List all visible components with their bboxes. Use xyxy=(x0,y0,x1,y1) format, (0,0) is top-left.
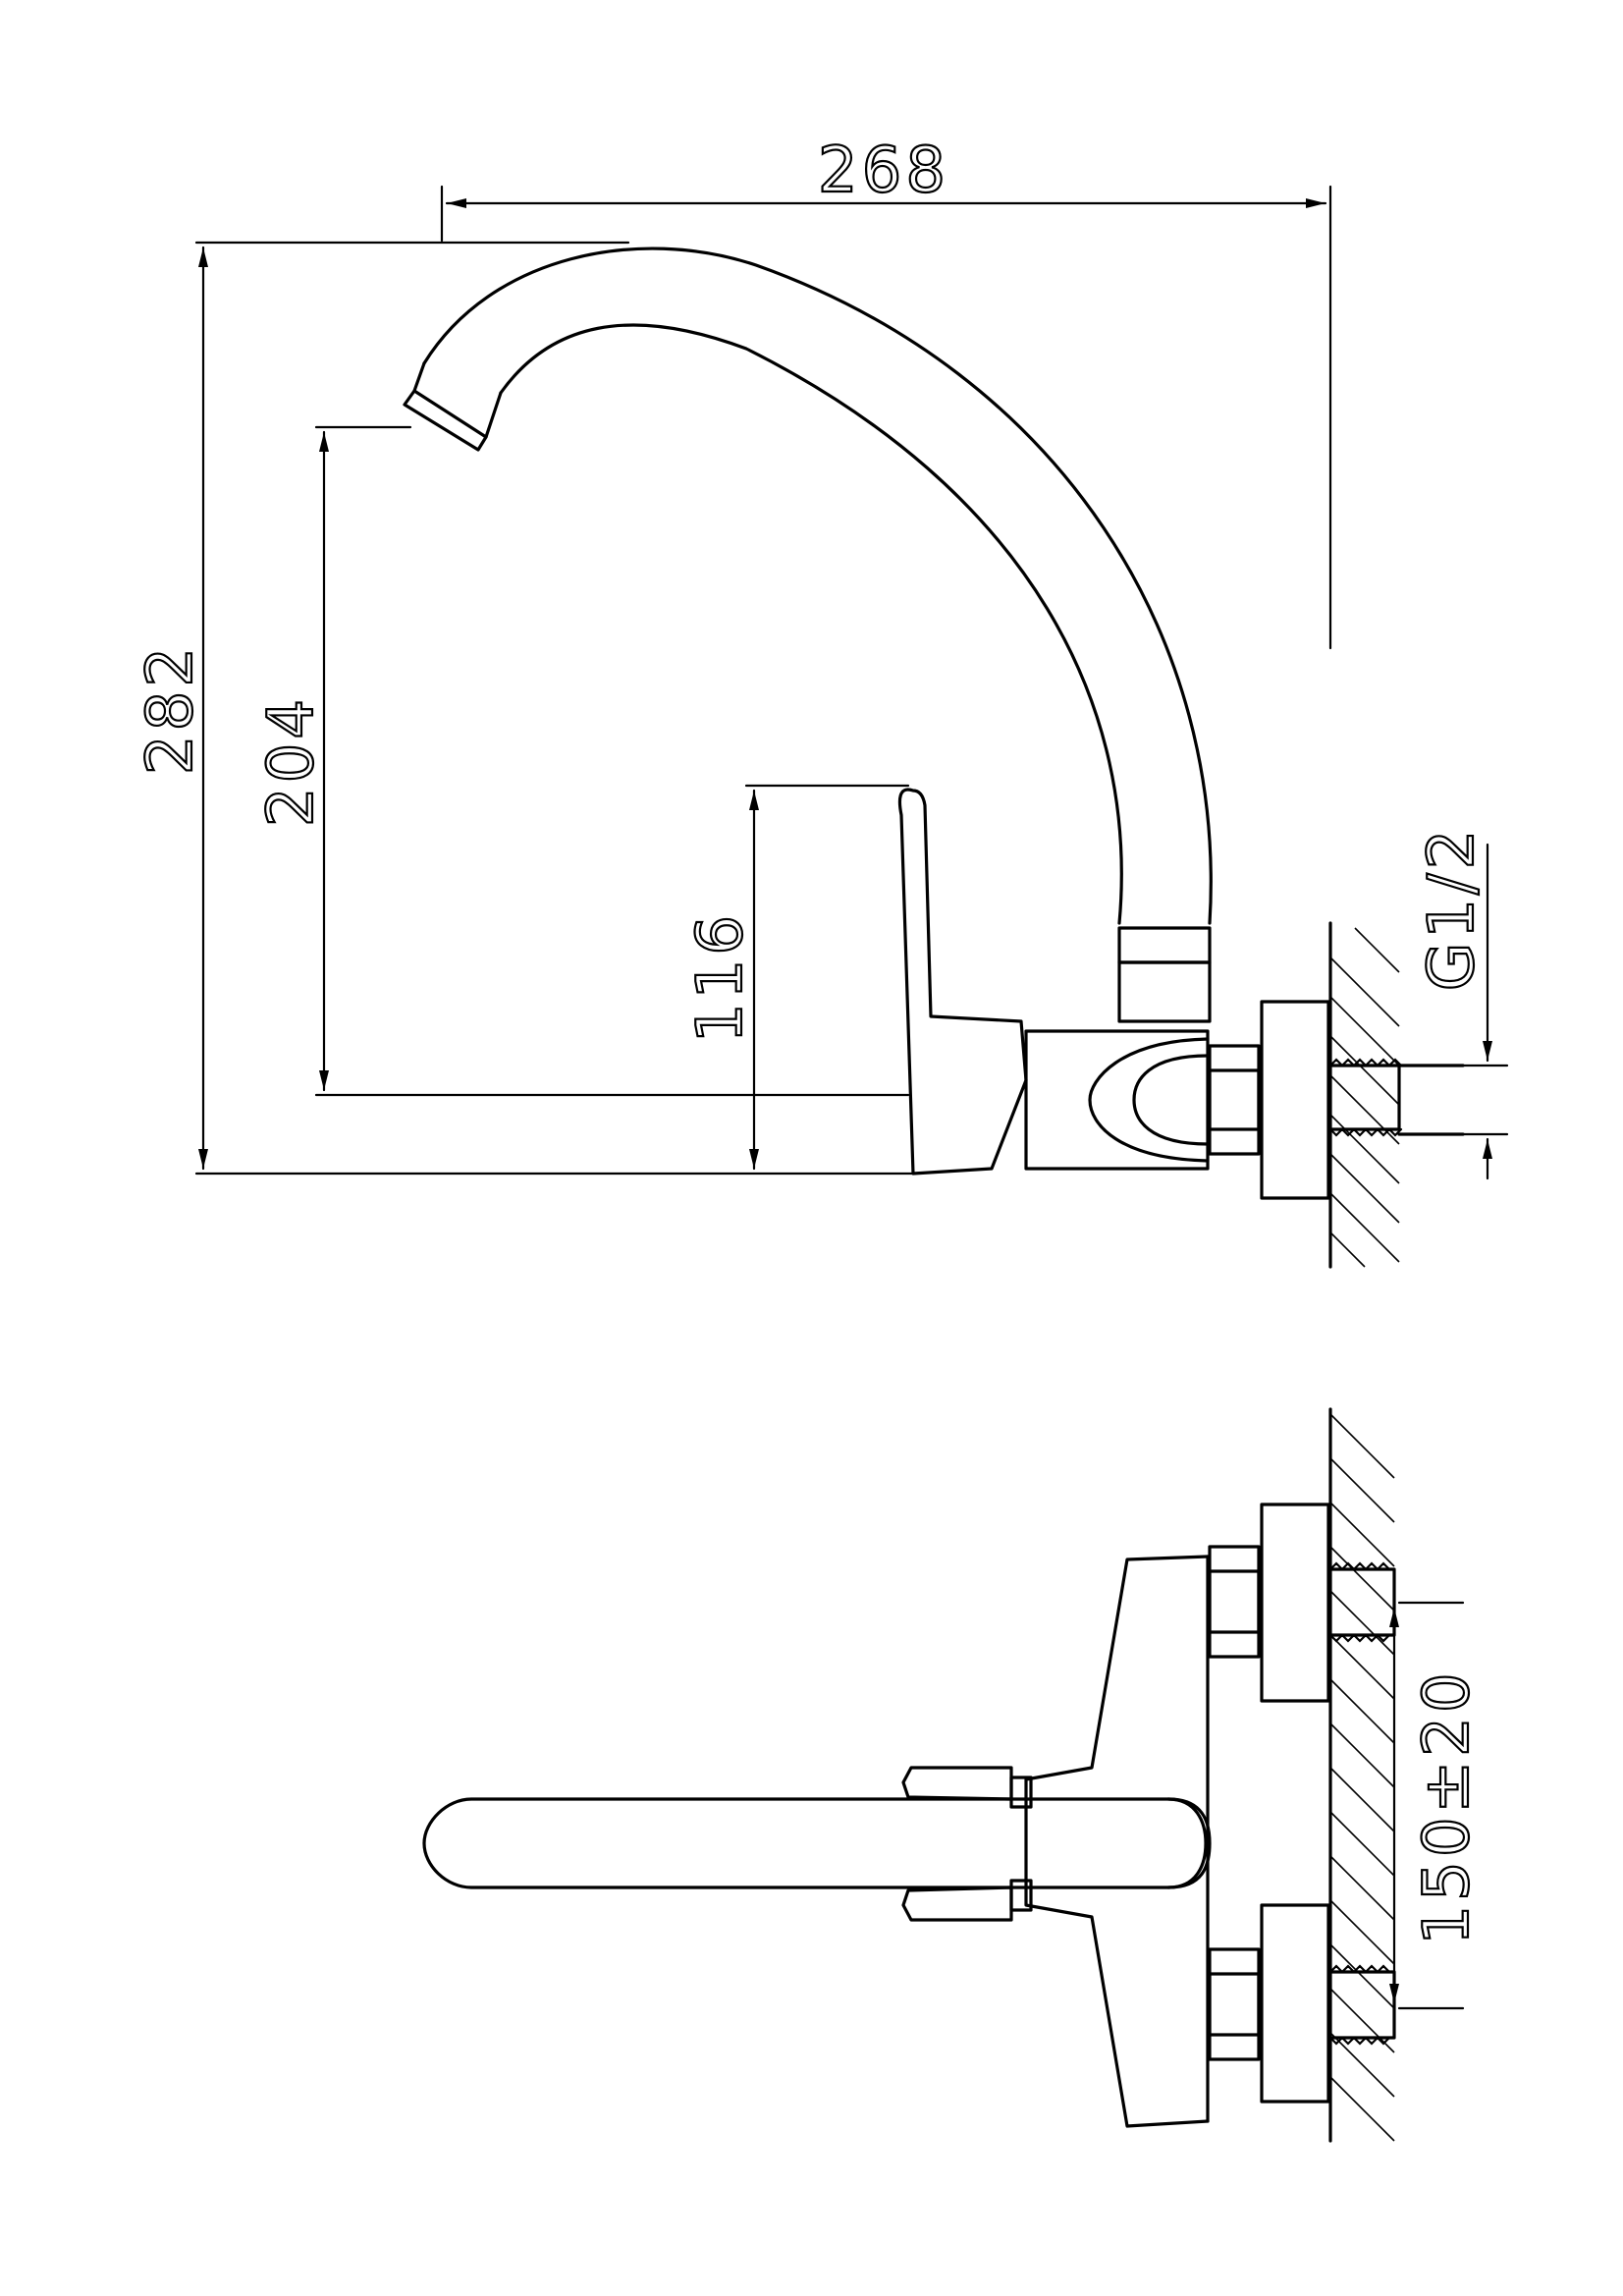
wall-hatch-top xyxy=(1328,921,1400,1269)
dim-total-reach: 268 xyxy=(440,134,1332,650)
handle-lever xyxy=(897,788,1028,1175)
dim-inlet-spacing: 150±20 xyxy=(1389,1601,1485,2010)
dim-label-150: 150±20 xyxy=(1411,1668,1484,1944)
dim-label-282: 282 xyxy=(135,643,207,775)
spout xyxy=(403,246,1213,1023)
wall-hatch-bottom xyxy=(1328,1407,1395,2143)
dim-inlet-thread: G1/2 xyxy=(1415,825,1509,1180)
mixer-body-top xyxy=(1024,1555,1210,2128)
top-view: 150±20 xyxy=(422,1407,1485,2143)
dim-handle-height: 116 xyxy=(683,784,910,1171)
side-view: 268 282 204 116 G1/2 xyxy=(134,134,1509,1269)
mixer-body xyxy=(1024,1029,1210,1171)
dim-total-height: 282 xyxy=(134,241,915,1175)
spout-top xyxy=(422,1797,1212,1889)
dim-outlet-height: 204 xyxy=(254,425,910,1097)
connector-lower xyxy=(1208,1903,1396,2104)
dim-label-116: 116 xyxy=(684,911,757,1043)
handle-top xyxy=(901,1766,1033,1922)
dim-label-g12: G1/2 xyxy=(1416,826,1488,992)
dim-label-268: 268 xyxy=(818,135,949,207)
connector-upper xyxy=(1208,1503,1396,1703)
connector-side xyxy=(1208,1000,1465,1200)
dim-label-204: 204 xyxy=(255,695,328,827)
